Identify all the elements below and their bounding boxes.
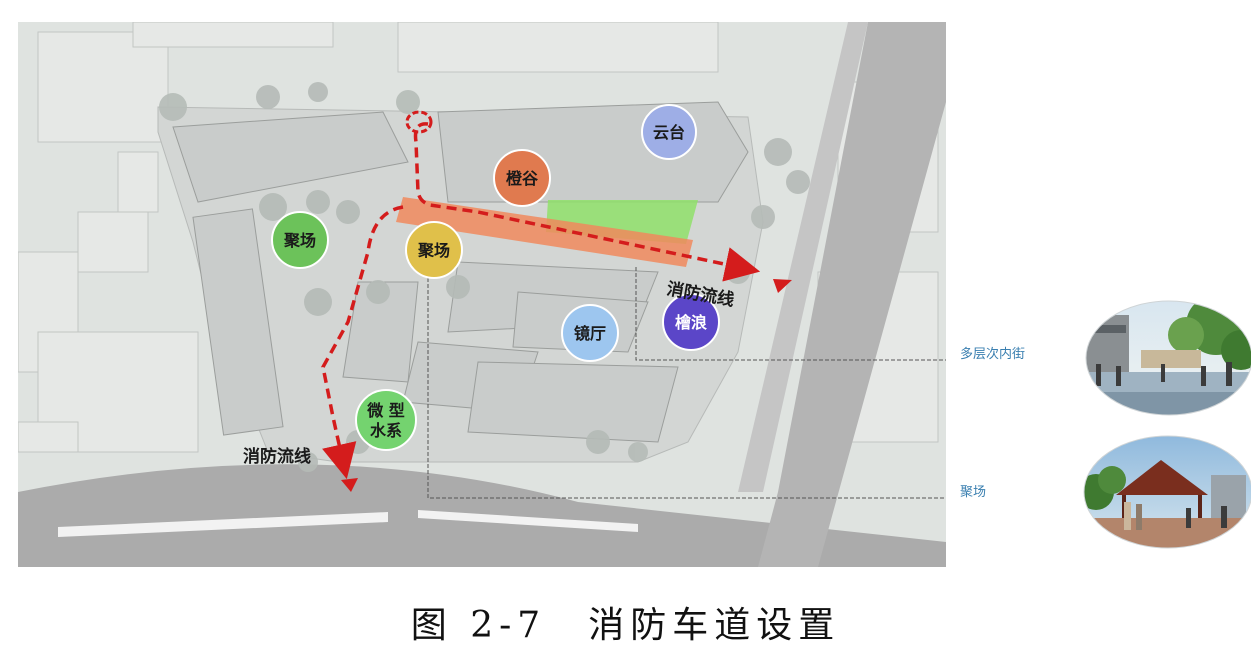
zone-weixing-label-line1: 微 型 (366, 401, 405, 420)
zone-juchang-west: 聚场 (271, 211, 329, 269)
zone-kuailang-circle (662, 293, 720, 351)
zone-weixing-label-line2: 水系 (370, 421, 402, 440)
zone-chenggu-label: 橙谷 (506, 169, 539, 188)
fire-lane-band (396, 197, 693, 267)
callout-label-street: 多层次内街 (960, 347, 1026, 362)
trees (159, 82, 810, 472)
site-plan-svg: 云台 橙谷 聚场 聚场 镜厅 檜浪 (18, 22, 946, 567)
buildings (172, 101, 749, 443)
zone-juchang-center-label: 聚场 (417, 241, 450, 260)
zone-yuntai-circle (641, 104, 697, 160)
callout-leaders (427, 260, 946, 499)
callout-photos (1083, 300, 1251, 549)
zone-juchang-west-label: 聚场 (283, 231, 316, 250)
zone-yuntai: 云台 (641, 104, 697, 160)
fire-lane-south-arrow (341, 478, 358, 492)
fire-lane-east-arrow (773, 279, 792, 293)
zone-juchang-center: 聚场 (405, 221, 463, 279)
zone-kuailang: 檜浪 (662, 293, 720, 351)
zone-juchang-center-circle (405, 221, 463, 279)
zone-jingting: 镜厅 (561, 304, 619, 362)
zone-yuntai-label: 云台 (653, 123, 685, 142)
fire-lane-start-marker (405, 110, 433, 134)
zone-chenggu-circle (493, 149, 551, 207)
site-plan-map: 云台 橙谷 聚场 聚场 镜厅 檜浪 (18, 22, 946, 567)
fire-lane-label-south: 消防流线 (243, 446, 311, 467)
callout-label-juchang: 聚场 (960, 485, 987, 500)
zone-jingting-label: 镜厅 (574, 324, 606, 343)
fire-lane-route (321, 122, 761, 480)
roads (18, 22, 946, 567)
figure-caption: 图 2-7 消防车道设置 (410, 605, 841, 646)
zone-jingting-circle (561, 304, 619, 362)
zone-weixing-circle (355, 389, 417, 451)
zone-weixing: 微 型 水系 (355, 389, 417, 451)
zone-kuailang-label: 檜浪 (675, 313, 707, 332)
callout-panel: 多层次内街 聚场 (946, 280, 1251, 570)
zone-markers: 云台 橙谷 聚场 聚场 镜厅 檜浪 (271, 104, 720, 451)
street-photo (1086, 301, 1251, 415)
zone-chenggu: 橙谷 (493, 149, 551, 207)
zone-juchang-west-circle (271, 211, 329, 269)
